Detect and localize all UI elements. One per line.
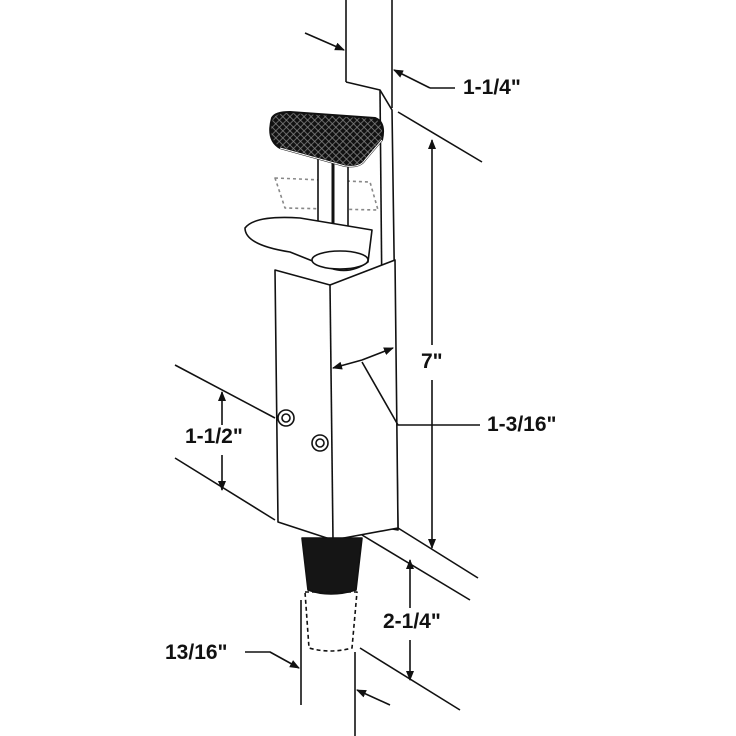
dimension-height [397,111,483,579]
foot-plate [244,216,373,272]
dimension-backplate-width [304,0,455,108]
top-pad [269,111,385,168]
main-body [274,259,399,541]
label-hole-spacing: 1-1/2" [185,425,243,448]
label-tip-diameter: 13/16" [165,641,228,664]
label-overall-height: 7" [421,350,443,373]
dimension-hole-spacing [174,364,276,521]
label-body-width: 1-3/16" [487,413,557,436]
dimension-body-width [332,347,480,426]
dimension-tip-diameter [245,600,391,736]
rubber-tip [301,537,363,652]
label-tip-extension: 2-1/4" [383,610,441,633]
dimension-tip-extension [359,534,471,711]
label-backplate-width: 1-1/4" [463,76,521,99]
